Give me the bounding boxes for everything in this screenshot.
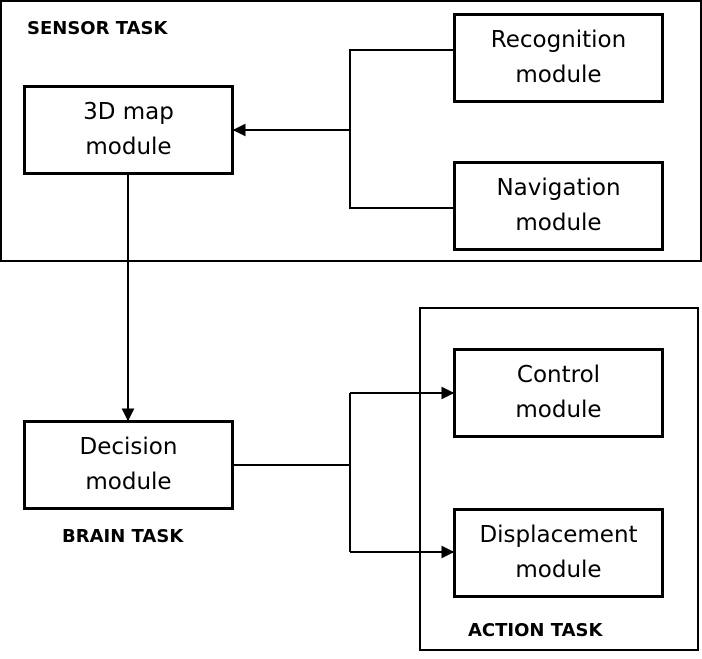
displacement-module-box: Displacement module (453, 508, 664, 598)
action-task-label: ACTION TASK (468, 620, 603, 641)
recognition-connector (349, 49, 453, 209)
navigation-module-box: Navigation module (453, 161, 664, 251)
control-module-line1: Control (516, 362, 601, 388)
sensor-task-group (0, 0, 702, 262)
action-task-group (419, 307, 699, 651)
decision-module-line2: module (85, 469, 172, 495)
map3d-module-line1: 3D map (83, 99, 174, 125)
navigation-module-line1: Navigation (496, 175, 621, 201)
navigation-module-line2: module (515, 210, 602, 236)
sensor-task-label: SENSOR TASK (27, 18, 168, 39)
control-module-line2: module (515, 397, 602, 423)
control-module-box: Control module (453, 348, 664, 438)
map3d-module-box: 3D map module (23, 85, 234, 175)
recognition-module-box: Recognition module (453, 13, 664, 103)
decision-module-line1: Decision (79, 434, 178, 460)
recognition-module-line2: module (515, 62, 602, 88)
displacement-module-line2: module (515, 557, 602, 583)
brain-task-label: BRAIN TASK (62, 526, 184, 547)
map3d-module-line2: module (85, 134, 172, 160)
decision-module-box: Decision module (23, 420, 234, 510)
displacement-module-line1: Displacement (479, 522, 638, 548)
recognition-module-line1: Recognition (490, 27, 627, 53)
